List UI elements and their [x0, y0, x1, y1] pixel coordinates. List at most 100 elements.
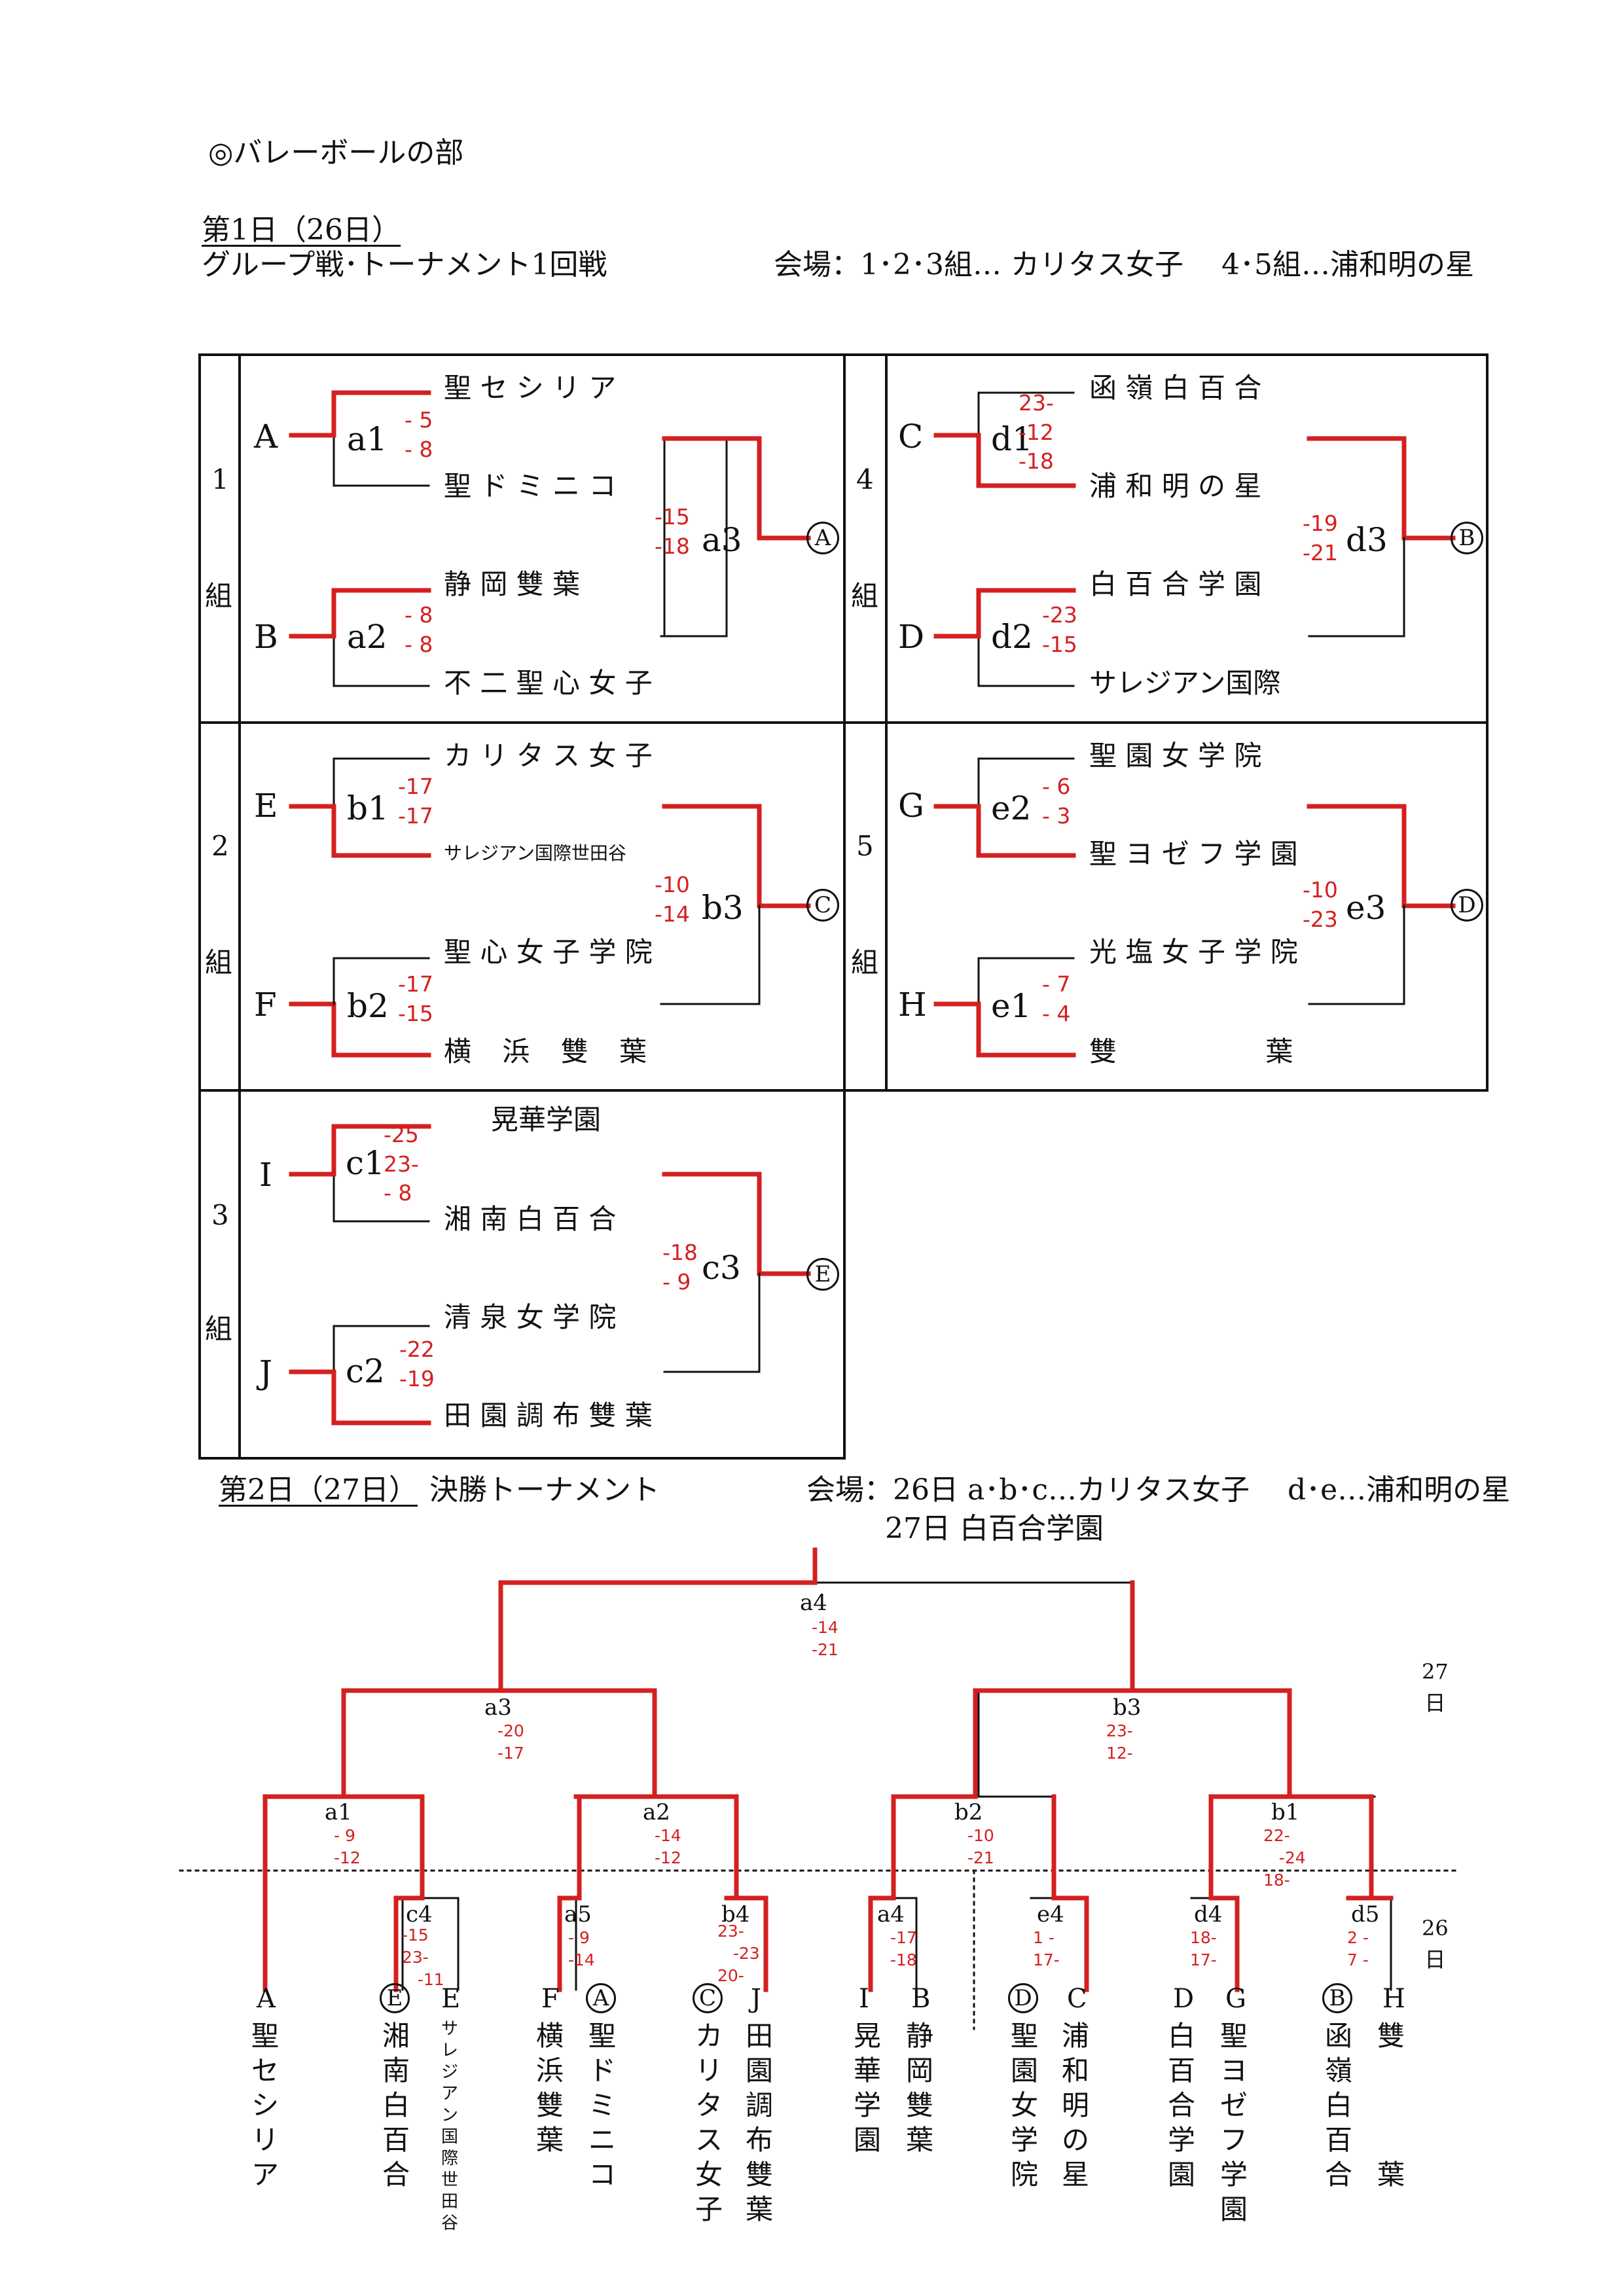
entrant-name: 聖ドミニコ — [588, 2020, 616, 2191]
entrant-name: 雙 葉 — [1377, 2020, 1405, 2191]
final-match-id: a1 — [325, 1799, 352, 1825]
slot-label: C — [898, 418, 924, 456]
match-id: a3 — [702, 521, 742, 559]
entrant-slot: I — [859, 1984, 869, 2014]
entrant-name: 聖セシリア — [251, 2020, 279, 2191]
match-score: - 6 - 3 — [1042, 774, 1071, 829]
final-match-id: a5 — [564, 1901, 592, 1928]
entrant-name: 浦和明の星 — [1061, 2020, 1089, 2191]
final-match-score: -20 -17 — [497, 1721, 524, 1763]
final-match-id: e4 — [1037, 1901, 1064, 1928]
entrant-name: カリタス女子 — [695, 2020, 723, 2225]
match-id: d1 — [991, 420, 1033, 458]
entrant-slot: E — [441, 1984, 461, 2014]
entrant-slot: H — [1382, 1984, 1405, 2014]
match-score: -19 -21 — [1303, 511, 1338, 565]
match-id: e1 — [991, 987, 1032, 1025]
match-score: - 8 - 8 — [405, 602, 433, 657]
team-name: 横 浜 雙 葉 — [444, 1035, 647, 1067]
final-match-id: d4 — [1194, 1901, 1223, 1928]
team-name: 晃華学園 — [491, 1103, 602, 1136]
team-name: 雙 葉 — [1089, 1035, 1293, 1067]
final-match-score: - 9 -14 — [568, 1928, 595, 1969]
entrant-name: 聖園女学院 — [1010, 2020, 1038, 2191]
final-match-id: a3 — [484, 1695, 512, 1721]
match-score: -22 -19 — [399, 1336, 435, 1391]
page-title: ◎バレーボールの部 — [208, 136, 464, 170]
match-score: -18 - 9 — [662, 1240, 698, 1295]
entrant-name: 函嶺白百合 — [1324, 2020, 1352, 2191]
slot-label: E — [254, 787, 278, 825]
final-match-id: a4 — [800, 1590, 827, 1616]
group-1-kanji: 組 — [205, 580, 233, 612]
entrant-slot: C — [693, 1983, 723, 2013]
slot-label: B — [254, 618, 278, 656]
match-id: a1 — [347, 420, 388, 458]
team-name: カ リ タ ス 女 子 — [444, 740, 653, 772]
entrant-slot: D — [1008, 1983, 1038, 2013]
final-match-id: b3 — [1113, 1695, 1142, 1721]
team-name: 聖 ド ミ ニ コ — [444, 470, 617, 502]
group-result-circle: C — [806, 889, 839, 922]
group-result-circle: A — [806, 522, 839, 554]
team-name: 函 嶺 白 百 合 — [1089, 372, 1262, 404]
entrant-slot: A — [586, 1983, 616, 2013]
entrant-slot: C — [1067, 1984, 1087, 2014]
match-score: -10 -23 — [1303, 877, 1338, 932]
match-id: c3 — [702, 1249, 741, 1287]
entrant-slot: G — [1225, 1984, 1246, 2014]
group-result-circle: E — [806, 1258, 839, 1291]
slot-label: D — [898, 618, 925, 656]
final-match-score: 1 - 17- — [1033, 1928, 1060, 1969]
entrant-name: サレジアン国際世田谷 — [441, 2019, 458, 2233]
entrant-slot: E — [380, 1983, 410, 2013]
entrant-slot: D — [1173, 1984, 1195, 2014]
final-match-score: 22- -24 18- — [1263, 1826, 1306, 1890]
final-match-score: -10 -21 — [967, 1826, 994, 1867]
slot-label: J — [259, 1354, 273, 1391]
team-name: 聖 セ シ リ ア — [444, 372, 617, 404]
team-name: サレジアン国際世田谷 — [444, 842, 626, 864]
match-id: e2 — [991, 789, 1032, 827]
slot-label: F — [254, 986, 277, 1024]
team-name: 白 百 合 学 園 — [1089, 568, 1262, 600]
group-1-number: 1 — [211, 463, 229, 495]
final-match-score: 23- 12- — [1106, 1721, 1133, 1763]
group-5-number: 5 — [856, 830, 874, 862]
team-name: 聖 園 女 学 院 — [1089, 740, 1262, 772]
final-match-score: - 9 -12 — [334, 1826, 361, 1867]
team-name: サレジアン国際 — [1089, 667, 1281, 699]
group-4-number: 4 — [856, 463, 874, 495]
final-match-id: b4 — [721, 1901, 750, 1928]
entrant-name: 田園調布雙葉 — [745, 2020, 773, 2225]
final-match-id: b1 — [1271, 1799, 1300, 1825]
entrant-slot: A — [257, 1984, 276, 2014]
match-score: -17 -17 — [398, 774, 433, 829]
group-3-kanji: 組 — [205, 1313, 233, 1345]
final-match-id: a4 — [877, 1901, 905, 1928]
entrant-name: 横浜雙葉 — [535, 2020, 564, 2156]
slot-label: H — [898, 986, 927, 1024]
day2-subtitle: 決勝トーナメント — [429, 1473, 660, 1507]
match-score: -25 23- - 8 — [384, 1122, 419, 1206]
team-name: 聖 ヨ ゼ フ 学 園 — [1089, 838, 1298, 870]
final-match-id: d5 — [1351, 1901, 1380, 1928]
final-match-score: -14 -12 — [655, 1826, 681, 1867]
match-id: e3 — [1346, 889, 1386, 927]
slot-label: G — [898, 787, 924, 825]
match-score: -15 -18 — [655, 504, 690, 559]
team-name: 聖 心 女 子 学 院 — [444, 936, 653, 968]
group-4-kanji: 組 — [851, 580, 879, 612]
day2-venue: 会場：26日 a･b･c…カリタス女子 d･e…浦和明の星 — [806, 1473, 1511, 1507]
final-match-score: 23- -23 20- — [717, 1922, 760, 1985]
group-5-kanji: 組 — [851, 946, 879, 978]
match-id: a2 — [347, 618, 388, 656]
final-match-id: c4 — [406, 1901, 433, 1928]
day26-label: 26 日 — [1422, 1916, 1449, 1972]
entrant-name: 白百合学園 — [1167, 2020, 1195, 2191]
match-score: -17 -15 — [398, 971, 433, 1026]
group-2-kanji: 組 — [205, 946, 233, 978]
final-match-score: -14 -21 — [812, 1618, 839, 1659]
final-match-score: 18- 17- — [1190, 1928, 1217, 1969]
